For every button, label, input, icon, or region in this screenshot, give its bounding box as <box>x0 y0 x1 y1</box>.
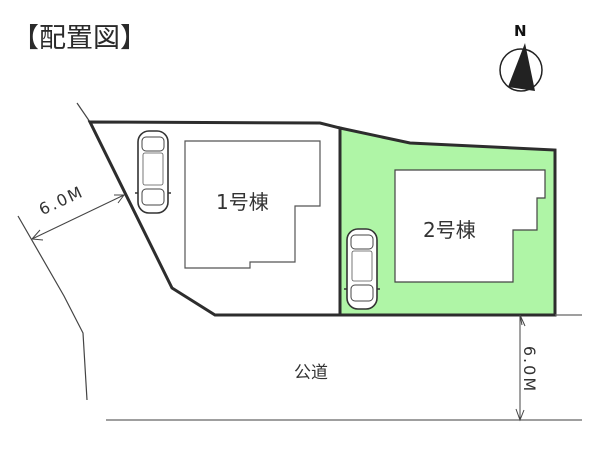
side-dimension-line <box>30 194 125 241</box>
building-2-label: 2号棟 <box>423 218 476 242</box>
car-icon-lot-2 <box>344 228 380 310</box>
building-2-footprint[interactable] <box>394 169 546 283</box>
north-label: N <box>514 22 527 40</box>
side-road-lines <box>17 102 91 401</box>
front-dimension-line <box>515 314 526 422</box>
building-1-footprint[interactable] <box>184 140 321 269</box>
road-label: 公道 <box>294 363 328 383</box>
page-title: 【配置図】 <box>12 23 147 54</box>
building-1-label: 1号棟 <box>216 190 269 214</box>
car-icon-lot-1 <box>135 130 171 214</box>
north-arrow-icon <box>499 43 543 92</box>
front-dimension-label: 6.0M <box>520 345 540 394</box>
front-road-lines <box>106 314 582 421</box>
